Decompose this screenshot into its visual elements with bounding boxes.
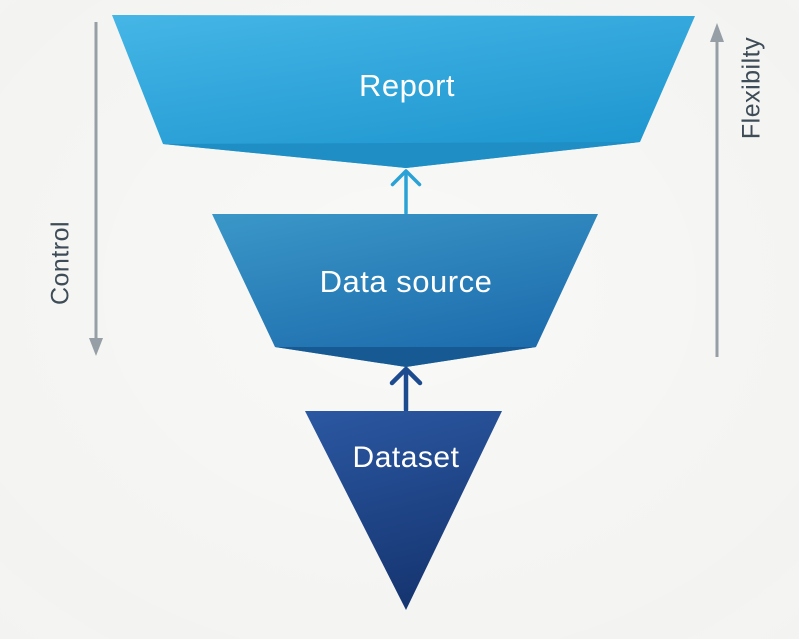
data-source-to-report-arrow — [390, 169, 422, 215]
funnel-stage-report: Report — [112, 15, 695, 168]
flexibility-axis: Flexibilty — [710, 23, 766, 357]
up-arrow-chevron-icon — [390, 169, 422, 187]
up-arrowhead-icon — [710, 23, 724, 42]
report-bottom-band — [163, 142, 640, 168]
control-axis-label: Control — [47, 221, 75, 305]
funnel-stage-dataset: Dataset — [305, 411, 502, 610]
data-source-label: Data source — [320, 264, 493, 299]
report-shape — [112, 15, 695, 168]
report-label: Report — [359, 68, 455, 103]
dataset-shape — [305, 411, 502, 610]
funnel-stage-data-source: Data source — [212, 214, 598, 367]
data-source-shape — [212, 214, 598, 367]
control-axis: Control — [47, 22, 103, 356]
down-arrowhead-icon — [89, 338, 103, 356]
dataset-label: Dataset — [353, 441, 460, 474]
flexibility-axis-label: Flexibilty — [738, 37, 766, 139]
dataset-to-data-source-arrow — [389, 366, 423, 413]
data-source-bottom-band — [275, 347, 536, 367]
up-arrow-chevron-icon — [389, 366, 423, 386]
